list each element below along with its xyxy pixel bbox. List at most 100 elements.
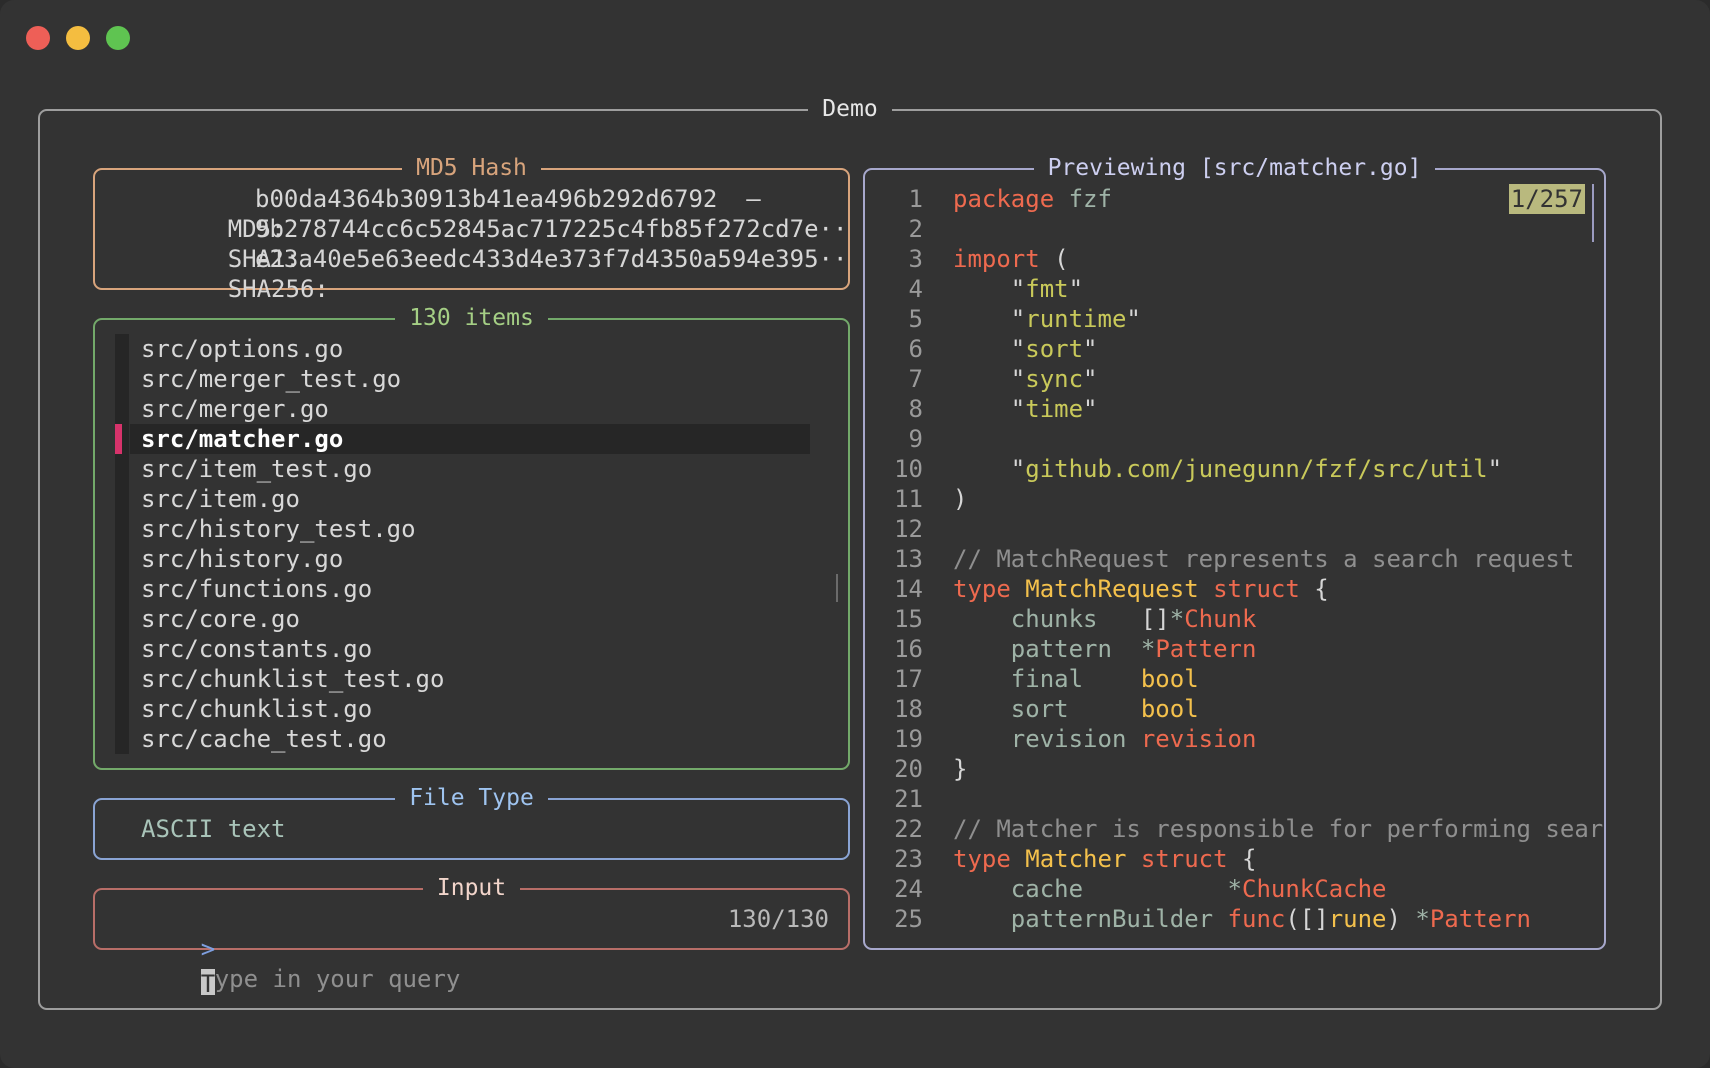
code-line: patternBuilder func([]rune) *Pattern: [953, 904, 1531, 934]
input-title: Input: [422, 875, 521, 901]
code-token: []: [1097, 605, 1170, 633]
list-item[interactable]: src/merger_test.go: [141, 365, 402, 393]
code-line: "fmt": [953, 274, 1083, 304]
list-item[interactable]: src/options.go: [141, 335, 344, 363]
code-token: bool: [1140, 695, 1199, 723]
list-item[interactable]: src/core.go: [141, 605, 300, 633]
list-item[interactable]: src/history_test.go: [141, 515, 416, 543]
code-token: type: [953, 575, 1011, 603]
code-token: revision: [1010, 725, 1127, 753]
list-item[interactable]: src/functions.go: [141, 575, 373, 603]
code-token: runtime: [1025, 305, 1127, 333]
line-number: 1: [908, 185, 923, 213]
code-token: Chunk: [1184, 605, 1257, 633]
line-number: 25: [894, 905, 923, 933]
line-number: 18: [894, 695, 923, 723]
code-token: [953, 605, 1011, 633]
line-number: 19: [894, 725, 923, 753]
code-token: [953, 635, 1011, 663]
code-token: func: [1227, 905, 1286, 933]
code-token: *: [1415, 905, 1430, 933]
results-count-title: 130 items: [395, 305, 548, 331]
line-number: 20: [894, 755, 923, 783]
list-item[interactable]: src/constants.go: [141, 635, 373, 663]
query-placeholder: ype in your query: [214, 965, 461, 993]
list-item-selected[interactable]: src/matcher.go: [141, 425, 344, 453]
code-token: [1054, 185, 1068, 213]
line-number: 24: [894, 875, 923, 903]
list-item[interactable]: src/cache_test.go: [141, 725, 387, 753]
file-type-title: File Type: [395, 785, 548, 811]
code-line: pattern *Pattern: [953, 634, 1257, 664]
text-cursor: T: [200, 969, 216, 998]
code-line: type MatchRequest struct {: [953, 574, 1329, 604]
zoom-window-button[interactable]: [106, 26, 130, 50]
hash-value: e23a40e5e63eedc433d4e373f7d4350a594e395·…: [255, 245, 848, 273]
code-line: chunks []*Chunk: [953, 604, 1257, 634]
code-line: "runtime": [953, 304, 1141, 334]
hash-value: b00da4364b30913b41ea496b292d6792 –: [255, 185, 761, 213]
preview-scrollbar[interactable]: [1592, 184, 1594, 242]
code-token: ": [1068, 275, 1084, 303]
query-input-panel[interactable]: Input > Type in your query 130/130: [93, 875, 850, 998]
list-item[interactable]: src/item_test.go: [141, 455, 373, 483]
code-line: sort bool: [953, 694, 1199, 724]
code-token: [953, 875, 1011, 903]
preview-title: Previewing [src/matcher.go]: [1033, 155, 1436, 181]
code-token: [953, 725, 1011, 753]
close-window-button[interactable]: [26, 26, 50, 50]
code-token: ": [953, 305, 1026, 333]
code-token: pattern: [1010, 635, 1112, 663]
list-item[interactable]: src/item.go: [141, 485, 300, 513]
list-item[interactable]: src/chunklist.go: [141, 695, 373, 723]
code-token: // Matcher is responsible for performing…: [953, 815, 1604, 843]
code-line: ): [953, 484, 967, 514]
code-token: cache: [1010, 875, 1084, 903]
code-line: final bool: [953, 664, 1199, 694]
list-item[interactable]: src/merger.go: [141, 395, 329, 423]
code-line: revision revision: [953, 724, 1257, 754]
list-item[interactable]: src/history.go: [141, 545, 344, 573]
line-number: 8: [908, 395, 923, 423]
list-gutter: [115, 334, 129, 754]
code-token: ": [1126, 305, 1141, 333]
list-scrollbar[interactable]: [836, 574, 838, 602]
code-token: ": [1083, 365, 1098, 393]
code-token: package: [953, 185, 1055, 213]
code-token: time: [1025, 395, 1084, 423]
code-token: // MatchRequest represents a search requ…: [953, 545, 1575, 573]
query-input[interactable]: > Type in your query: [114, 904, 460, 1025]
code-token: (: [1039, 245, 1069, 273]
code-token: ": [1083, 335, 1098, 363]
code-token: chunks: [1010, 605, 1098, 633]
code-token: ": [953, 365, 1026, 393]
code-token: [953, 665, 1011, 693]
minimize-window-button[interactable]: [66, 26, 90, 50]
code-token: import: [953, 245, 1040, 273]
code-token: [1069, 695, 1141, 723]
code-token: MatchRequest: [1025, 575, 1199, 603]
code-token: revision: [1140, 725, 1257, 753]
selection-marker: [115, 424, 122, 454]
code-token: [1126, 725, 1140, 753]
code-token: [953, 905, 1011, 933]
code-line: "time": [953, 394, 1098, 424]
code-token: rune: [1328, 905, 1387, 933]
code-token: type: [953, 845, 1011, 873]
selected-row-highlight: [130, 424, 810, 454]
code-line: import (: [953, 244, 1069, 274]
line-number: 10: [894, 455, 923, 483]
line-number: 17: [894, 665, 923, 693]
code-token: struct: [1140, 845, 1228, 873]
code-line: "sort": [953, 334, 1098, 364]
list-item[interactable]: src/chunklist_test.go: [141, 665, 445, 693]
line-number: 16: [894, 635, 923, 663]
hash-value: 9b278744cc6c52845ac717225c4fb85f272cd7e·…: [255, 215, 848, 243]
hash-panel: MD5 Hash MD5: b00da4364b30913b41ea496b29…: [93, 155, 850, 303]
code-line: "sync": [953, 364, 1098, 394]
code-token: *: [1169, 605, 1185, 633]
code-token: patternBuilder: [1010, 905, 1214, 933]
code-line: cache *ChunkCache: [953, 874, 1387, 904]
